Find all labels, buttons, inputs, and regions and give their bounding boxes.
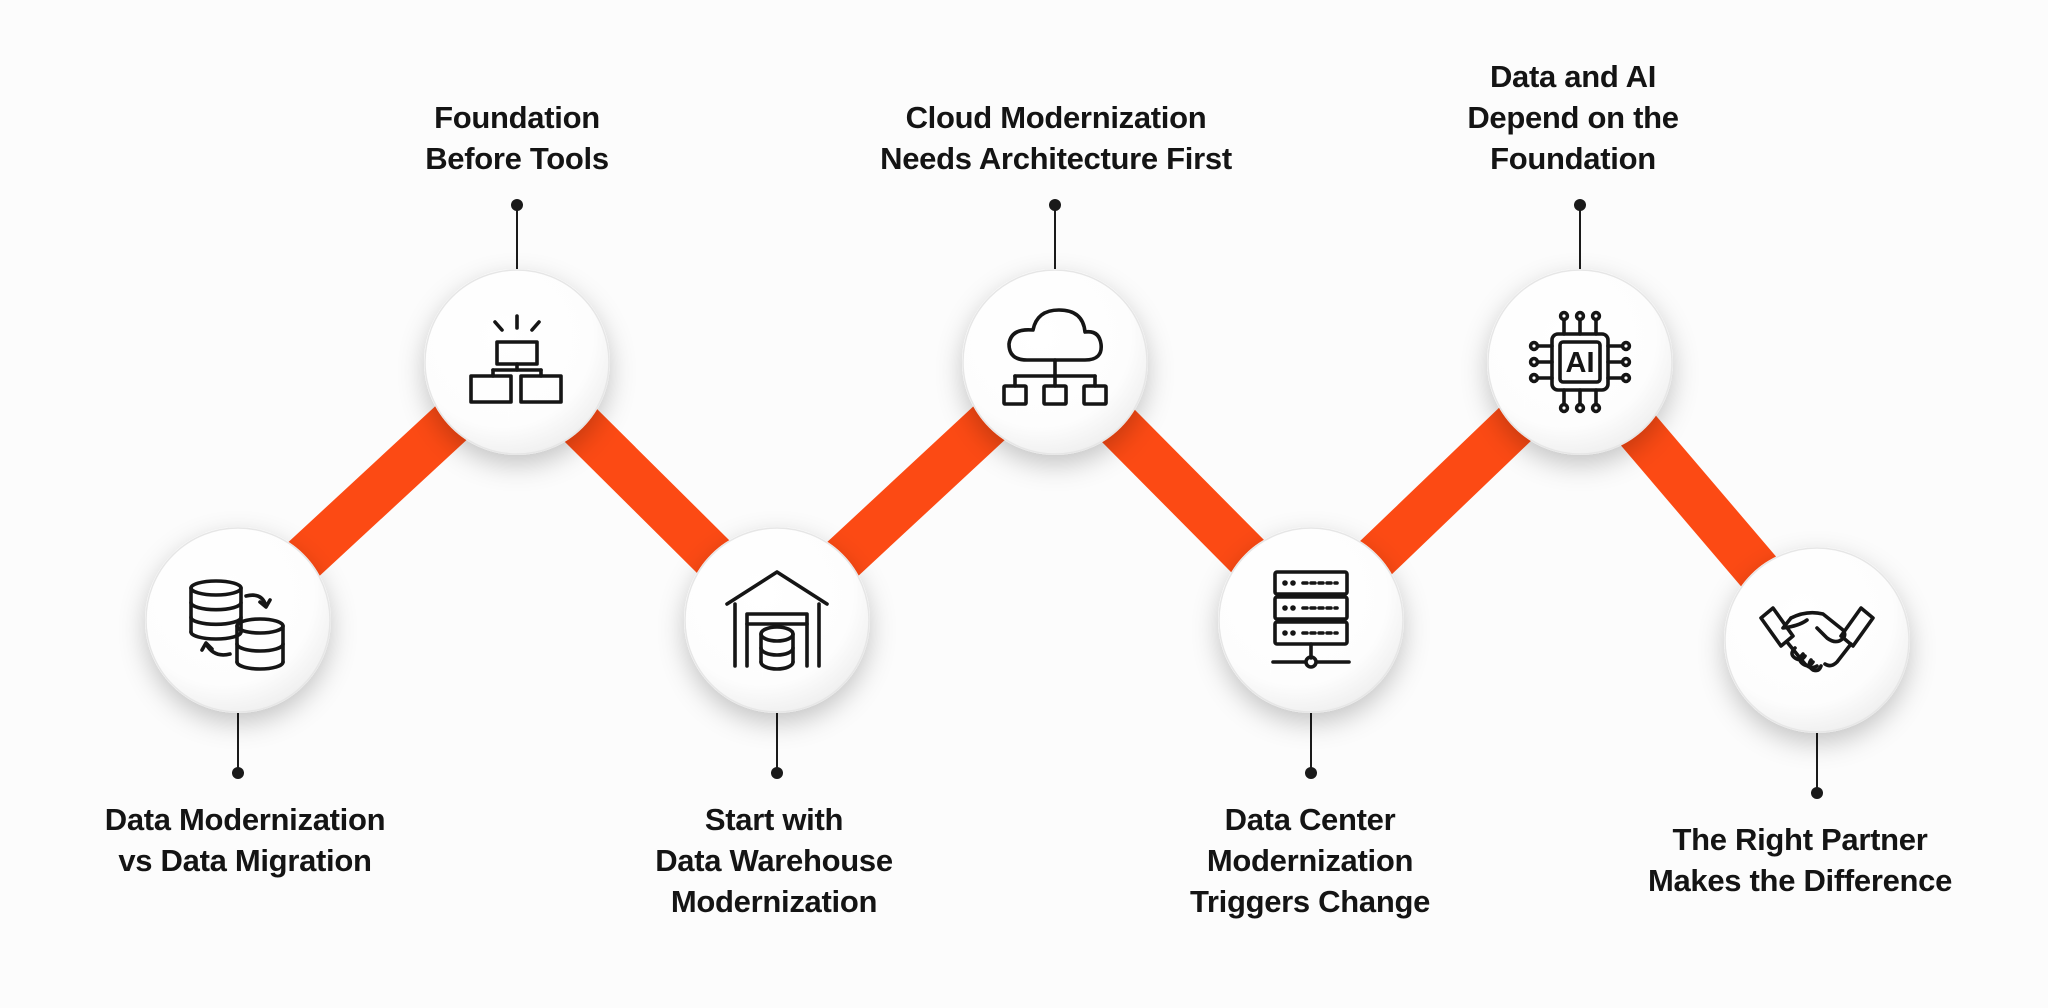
ai-chip-label: AI bbox=[1566, 347, 1595, 379]
leader-dot-7 bbox=[1811, 787, 1823, 799]
warehouse-database-icon bbox=[725, 570, 829, 671]
server-rack-icon bbox=[1271, 570, 1351, 669]
step-nodes: AI bbox=[145, 269, 1910, 733]
leader-dot-2 bbox=[511, 199, 523, 211]
step-circle-7 bbox=[1724, 547, 1910, 733]
step-label-line: Data Center bbox=[1224, 802, 1396, 837]
step-label-line: Data Modernization bbox=[104, 802, 386, 837]
step-node-4 bbox=[962, 269, 1148, 455]
step-node-6: AI bbox=[1487, 269, 1673, 455]
step-node-3 bbox=[684, 527, 870, 713]
step-label-line: Cloud Modernization bbox=[905, 100, 1207, 135]
step-label-line: Depend on the bbox=[1467, 100, 1679, 135]
step-label-line: The Right Partner bbox=[1672, 822, 1928, 857]
database-sync-icon bbox=[189, 579, 285, 671]
step-label-line: Foundation bbox=[1490, 141, 1656, 176]
step-label-line: Modernization bbox=[670, 884, 878, 919]
handshake-icon bbox=[1759, 606, 1875, 673]
cloud-network-icon bbox=[1002, 308, 1108, 406]
step-node-5 bbox=[1218, 527, 1404, 713]
leader-dot-5 bbox=[1305, 767, 1317, 779]
step-node-2 bbox=[424, 269, 610, 455]
leader-lines bbox=[232, 199, 1823, 799]
step-node-1 bbox=[145, 527, 331, 713]
step-circle-3 bbox=[684, 527, 870, 713]
step-label-line: Triggers Change bbox=[1189, 884, 1431, 919]
step-label-line: Needs Architecture First bbox=[880, 141, 1232, 176]
step-label-line: Modernization bbox=[1206, 843, 1414, 878]
step-label-line: Before Tools bbox=[425, 141, 609, 176]
leader-dot-6 bbox=[1574, 199, 1586, 211]
leader-dot-3 bbox=[771, 767, 783, 779]
step-label-line: Data Warehouse bbox=[655, 843, 893, 878]
step-label-line: Start with bbox=[704, 802, 844, 837]
step-label-line: Data and AI bbox=[1489, 59, 1657, 94]
ai-chip-icon: AI bbox=[1528, 310, 1632, 414]
step-circle-6 bbox=[1487, 269, 1673, 455]
step-label-line: vs Data Migration bbox=[118, 843, 372, 878]
step-label-1: Data Modernization vs Data Migration bbox=[35, 799, 455, 881]
foundation-blocks-icon bbox=[469, 314, 563, 404]
step-label-line: Foundation bbox=[434, 100, 600, 135]
leader-dot-4 bbox=[1049, 199, 1061, 211]
leader-dot-1 bbox=[232, 767, 244, 779]
step-node-7 bbox=[1724, 547, 1910, 733]
step-circle-2 bbox=[424, 269, 610, 455]
step-label-line: Makes the Difference bbox=[1647, 863, 1953, 898]
